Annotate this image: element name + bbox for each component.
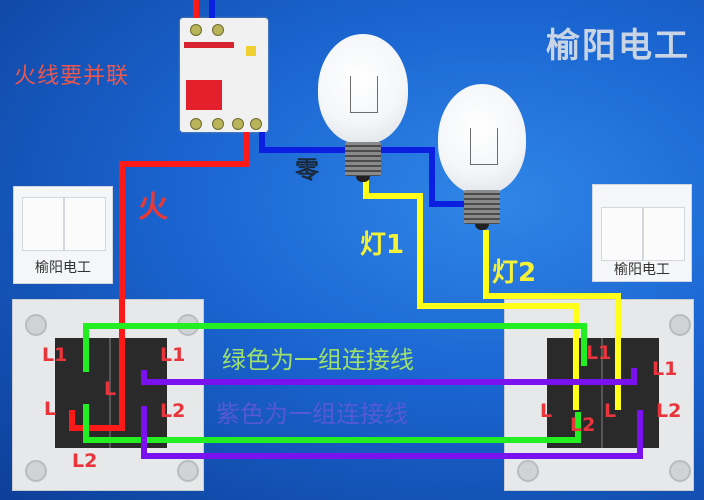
right-switch-caption: 榆阳电工 xyxy=(614,262,670,278)
filament xyxy=(350,76,378,113)
left-switch-front: 榆阳电工 xyxy=(13,186,113,284)
filament xyxy=(470,128,498,165)
terminal-label: L xyxy=(604,400,617,422)
terminal-label: L2 xyxy=(160,400,186,422)
breaker-screw xyxy=(250,118,262,130)
rocker xyxy=(64,197,106,251)
bulb-tip xyxy=(356,176,370,182)
bulb-tip xyxy=(475,224,489,230)
neutral-label: 零 xyxy=(295,156,319,184)
breaker-screw xyxy=(190,118,202,130)
terminal-label: L2 xyxy=(72,450,98,472)
lamp-1 xyxy=(318,34,408,184)
breaker-screw xyxy=(212,118,224,130)
fire-wire-switch xyxy=(69,410,125,431)
terminal-label: L2 xyxy=(570,414,596,436)
screw-hole xyxy=(177,460,199,482)
terminal-label: L1 xyxy=(652,358,678,380)
core-divider xyxy=(601,338,603,448)
terminal-label: L1 xyxy=(586,342,612,364)
breaker-handle xyxy=(186,80,222,110)
terminal-label: L1 xyxy=(42,344,68,366)
terminal-label: L xyxy=(104,378,117,400)
neutral-wire xyxy=(259,132,468,207)
bulb-glass xyxy=(438,84,526,194)
lamp-2 xyxy=(438,84,528,234)
lamp1-label: 灯1 xyxy=(360,230,405,260)
screw-hole xyxy=(669,460,691,482)
fire-wire xyxy=(119,132,249,420)
breaker-test-button xyxy=(246,46,256,56)
rocker xyxy=(643,207,685,261)
left-switch-caption: 榆阳电工 xyxy=(35,260,91,276)
screw-hole xyxy=(517,460,539,482)
breaker-screw xyxy=(232,118,244,130)
purple-wire-top xyxy=(141,368,637,385)
screw-hole xyxy=(25,460,47,482)
parallel-fire-note: 火线要并联 xyxy=(14,64,130,89)
circuit-breaker xyxy=(180,18,268,132)
green-wire-top xyxy=(83,323,587,372)
terminal-label: L1 xyxy=(160,344,186,366)
breaker-screw xyxy=(190,24,202,36)
green-wire-bottom xyxy=(83,404,581,443)
terminal-label: L xyxy=(44,398,57,420)
lamp2-label: 灯2 xyxy=(492,258,537,288)
green-legend: 绿色为一组连接线 xyxy=(222,346,414,374)
breaker-brand-bar xyxy=(184,42,234,48)
screw-hole xyxy=(25,314,47,336)
bulb-base xyxy=(345,142,381,176)
purple-legend: 紫色为一组连接线 xyxy=(216,400,408,428)
rocker xyxy=(22,197,64,251)
terminal-label: L xyxy=(540,400,553,422)
right-switch-front: 榆阳电工 xyxy=(592,184,692,282)
bulb-base xyxy=(464,190,500,224)
rocker xyxy=(601,207,643,261)
fire-label: 火 xyxy=(138,190,168,225)
purple-wire-bottom xyxy=(141,406,643,459)
breaker-screw xyxy=(212,24,224,36)
core-divider xyxy=(109,338,111,448)
terminal-label: L2 xyxy=(656,400,682,422)
lamp2-wire xyxy=(483,230,621,410)
screw-hole xyxy=(669,314,691,336)
brand-watermark: 榆阳电工 xyxy=(546,26,690,66)
bulb-glass xyxy=(318,34,408,144)
